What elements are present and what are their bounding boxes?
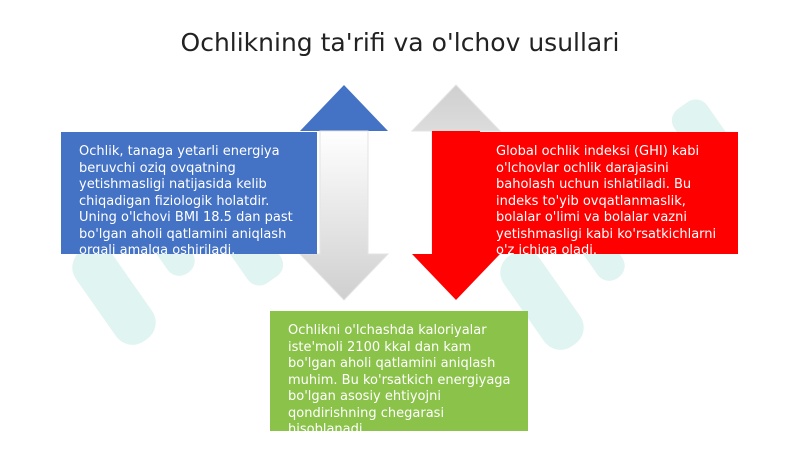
calorie-text-box: Ochlikni o'lchashda kaloriyalar iste'mol… [270, 311, 528, 431]
definition-text-box: Ochlik, tanaga yetarli energiya beruvchi… [61, 132, 317, 254]
ghi-text-box: Global ochlik indeksi (GHI) kabi o'lchov… [478, 132, 738, 254]
arrow-down-white [298, 130, 390, 301]
slide-title: Ochlikning ta'rifi va o'lchov usullari [180, 28, 620, 57]
